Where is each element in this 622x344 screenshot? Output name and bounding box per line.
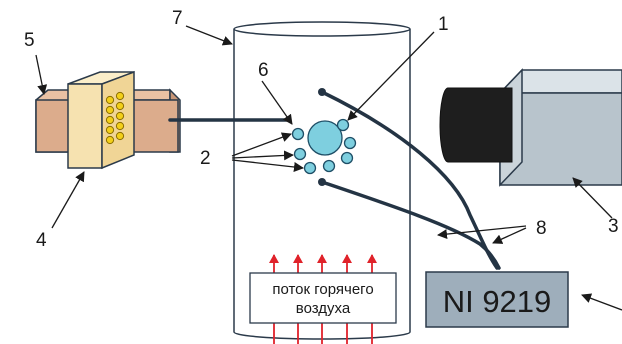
leader-1 [347, 31, 435, 121]
thermocouple-junction-lower [318, 178, 326, 186]
camera-icon [439, 68, 622, 187]
leader-3 [572, 177, 613, 219]
leader-7 [185, 25, 233, 46]
ni-module-label: NI 9219 [443, 284, 552, 319]
flow-label-box [249, 272, 397, 324]
wires [168, 90, 501, 270]
callout-4: 4 [36, 230, 47, 251]
leader-8b [492, 227, 527, 244]
leader-5 [35, 54, 48, 95]
tracer-rings [291, 118, 357, 175]
callout-2: 2 [200, 148, 211, 169]
callout-leaders [35, 25, 622, 311]
thermocouple-wire-lower [320, 180, 501, 270]
flow-label-line2: воздуха [296, 300, 351, 317]
central-ring [307, 120, 343, 156]
leader-2c [231, 159, 304, 172]
thermocouple-junction-upper [318, 88, 326, 96]
leader-6 [261, 80, 293, 125]
heater-block-icon [35, 70, 181, 170]
leader-module [581, 293, 622, 311]
leader-2a [231, 132, 292, 157]
leader-2b [231, 150, 294, 161]
callout-8: 8 [536, 218, 547, 239]
leader-4 [51, 171, 85, 229]
hot-air-arrows [269, 254, 377, 344]
callout-7: 7 [172, 8, 183, 29]
callout-5: 5 [24, 30, 35, 51]
ni-module-box [425, 271, 569, 328]
callout-1: 1 [438, 14, 449, 35]
heater-dots [105, 91, 125, 145]
leader-8a [437, 225, 527, 240]
flow-cylinder [233, 21, 411, 340]
callout-3: 3 [608, 216, 619, 237]
callout-6: 6 [258, 60, 269, 81]
flow-label-line1: поток горячего [272, 281, 373, 298]
